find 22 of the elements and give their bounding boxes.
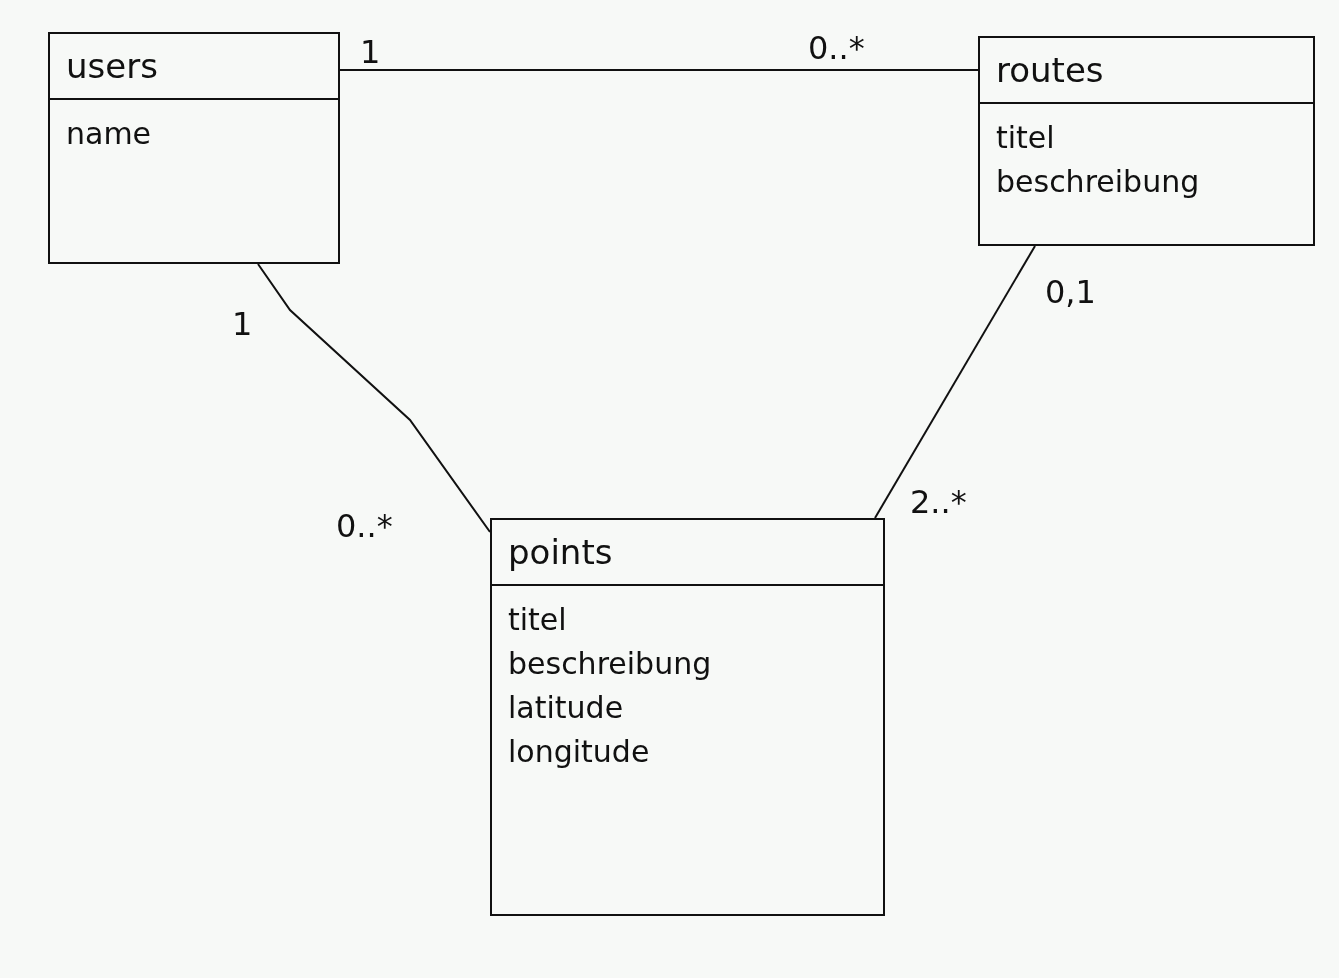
attribute-text: name: [66, 115, 153, 153]
class-box: [978, 36, 1315, 246]
association-line: [257, 263, 491, 533]
attribute-text: latitude: [508, 689, 625, 727]
multiplicity-label: 0..*: [336, 506, 393, 547]
multiplicity-label: 0..*: [808, 28, 865, 69]
class-name: points: [508, 530, 613, 574]
class-box: [48, 32, 340, 264]
association-line: [339, 69, 979, 71]
class-name: users: [66, 44, 158, 88]
association-line: [874, 245, 1036, 519]
class-name: routes: [996, 48, 1104, 92]
multiplicity-label: 2..*: [910, 482, 967, 523]
attribute-text: beschreibung: [996, 163, 1201, 201]
attribute-text: beschreibung: [508, 645, 713, 683]
class-box: [490, 518, 885, 916]
multiplicity-label: 1: [232, 304, 253, 345]
multiplicity-label: 0,1: [1045, 272, 1096, 313]
attribute-text: longitude: [508, 733, 651, 771]
attribute-text: titel: [508, 601, 568, 639]
multiplicity-label: 1: [360, 32, 381, 73]
attribute-text: titel: [996, 119, 1056, 157]
